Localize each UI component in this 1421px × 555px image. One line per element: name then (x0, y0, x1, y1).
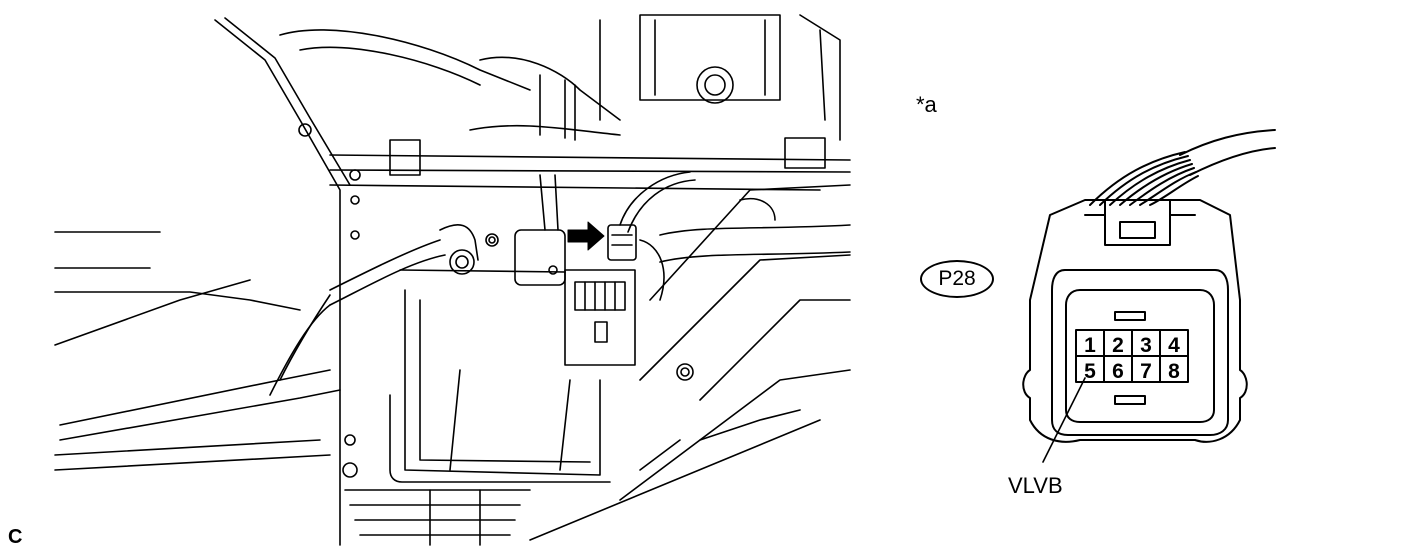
pin-4: 4 (1168, 334, 1180, 357)
pin-signal-label: VLVB (1008, 473, 1063, 498)
corner-label: C (8, 526, 23, 548)
connector-front-view (1022, 129, 1276, 463)
location-arrow-icon (567, 221, 605, 251)
pin-6: 6 (1112, 360, 1124, 383)
pin-7: 7 (1140, 360, 1152, 383)
engine-bay-illustration (54, 14, 851, 546)
pin-3: 3 (1140, 334, 1152, 357)
pin-2: 2 (1112, 334, 1124, 357)
connector-code-badge: P28 (920, 260, 994, 298)
pin-8: 8 (1168, 360, 1180, 383)
view-marker-label: *a (916, 92, 937, 117)
pin-1: 1 (1084, 334, 1096, 357)
pin-5: 5 (1084, 360, 1096, 383)
